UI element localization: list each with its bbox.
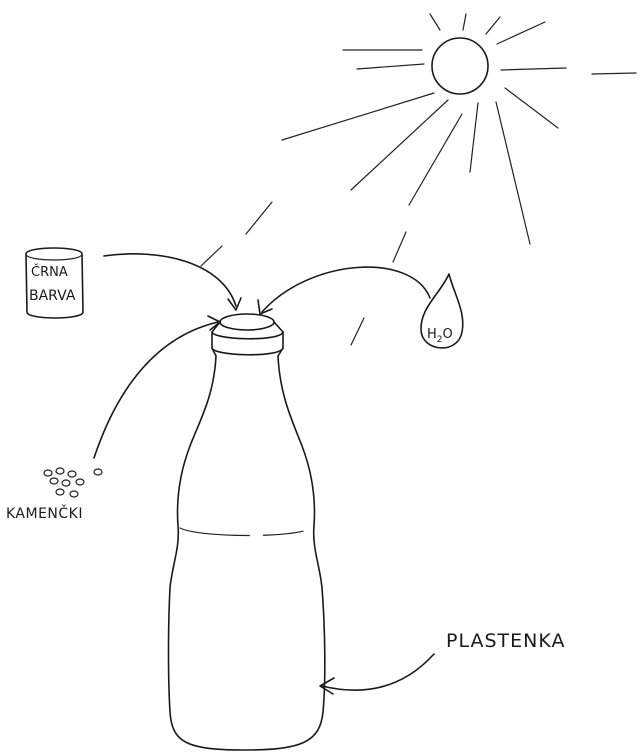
bottle-icon bbox=[169, 314, 325, 750]
bottle-arrow bbox=[322, 654, 434, 690]
water-formula: H2O bbox=[427, 327, 453, 345]
paint-label-line2: BARVA bbox=[29, 288, 76, 304]
stones-icon bbox=[44, 468, 102, 497]
water-arrow-head bbox=[258, 300, 272, 314]
can-rim bbox=[26, 254, 82, 260]
water-h: H bbox=[427, 327, 437, 342]
sun-rays bbox=[201, 14, 636, 345]
paint-label-line1: ČRNA bbox=[31, 264, 68, 280]
bottle-cap-top bbox=[220, 314, 274, 330]
water-o: O bbox=[443, 327, 453, 342]
paint-arrow bbox=[104, 254, 236, 306]
sun-disc bbox=[432, 38, 488, 94]
bottle-cap-ring2 bbox=[212, 348, 283, 355]
paint-can-icon: ČRNA BARVA bbox=[26, 248, 83, 318]
water-arrow bbox=[262, 267, 430, 312]
bottle-body bbox=[169, 356, 325, 750]
bottle-ridge bbox=[180, 528, 312, 536]
bottle-label: PLASTENKA bbox=[446, 630, 565, 652]
bottle-cap-ring1 bbox=[212, 332, 283, 339]
stones-arrow bbox=[94, 322, 218, 458]
water-drop-icon: H2O bbox=[421, 274, 463, 348]
stones-label: KAMENČKI bbox=[6, 504, 83, 522]
sun-icon bbox=[201, 14, 636, 345]
